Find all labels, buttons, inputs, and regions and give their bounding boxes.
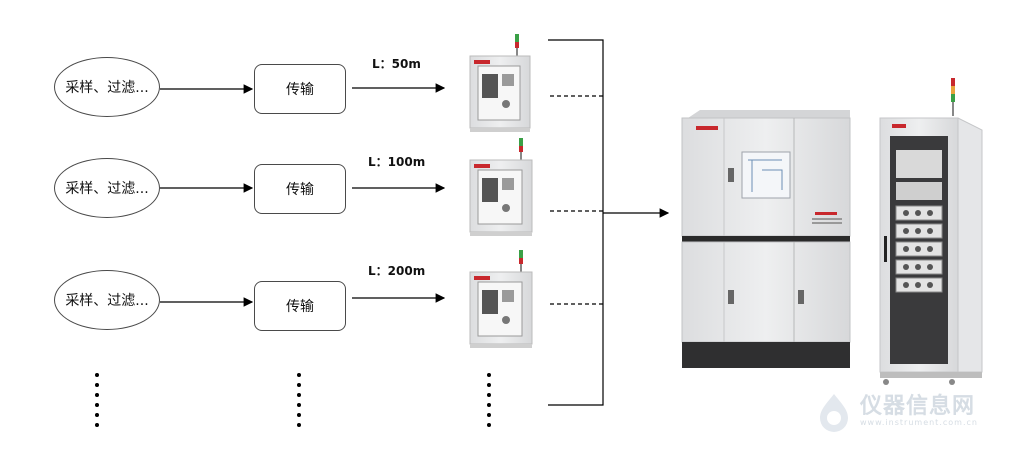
watermark-url: www.instrument.com.cn — [860, 418, 978, 427]
distance-label-3: L：200m — [368, 264, 426, 278]
sampling-filter-node-2: 采样、过滤... — [54, 158, 160, 218]
wall-analyzer-3 — [469, 250, 533, 348]
wall-analyzer-2 — [469, 138, 533, 236]
analysis-cabinet — [681, 110, 851, 368]
transfer-label: 传输 — [286, 82, 314, 98]
sampling-filter-label: 采样、过滤... — [65, 293, 149, 309]
transfer-node-1: 传输 — [254, 64, 346, 114]
transfer-node-2: 传输 — [254, 164, 346, 214]
sampling-filter-node-3: 采样、过滤... — [54, 270, 160, 330]
distance-label-2: L：100m — [368, 155, 426, 169]
distance-label-1: L：50m — [372, 57, 421, 71]
wall-analyzer-1 — [469, 34, 531, 132]
collector-bracket — [548, 39, 604, 406]
transfer-label: 传输 — [286, 182, 314, 198]
watermark: 仪器信息网 www.instrument.com.cn — [812, 388, 1007, 436]
watermark-text: 仪器信息网 — [860, 394, 976, 419]
transfer-label: 传输 — [286, 299, 314, 315]
transfer-node-3: 传输 — [254, 281, 346, 331]
continuation-dots — [95, 373, 491, 427]
sampling-filter-label: 采样、过滤... — [65, 80, 149, 96]
sampling-filter-label: 采样、过滤... — [65, 181, 149, 197]
sampling-filter-node-1: 采样、过滤... — [54, 57, 160, 117]
watermark-logo-icon — [820, 394, 848, 432]
rack-cabinet — [879, 78, 983, 385]
